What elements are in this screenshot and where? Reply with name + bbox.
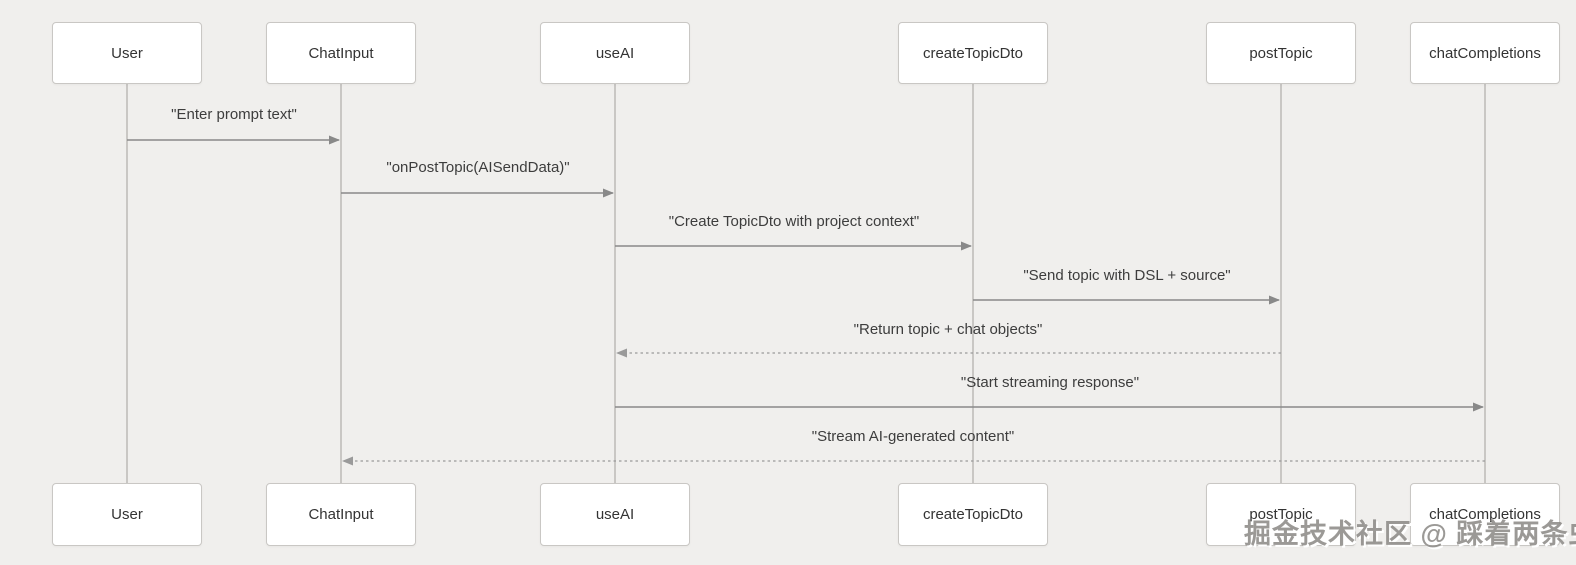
- participant-label: useAI: [595, 44, 635, 62]
- participant-label: createTopicDto: [922, 506, 1024, 523]
- participant-top-user: User: [52, 22, 202, 84]
- participant-bottom-posttopic: postTopic: [1206, 483, 1356, 546]
- message-label-start-streaming: "Start streaming response": [960, 374, 1140, 391]
- message-label-stream-content: "Stream AI-generated content": [811, 428, 1015, 445]
- participant-top-chatinput: ChatInput: [266, 22, 416, 84]
- message-label-enter-prompt-text: "Enter prompt text": [171, 106, 297, 123]
- participant-top-posttopic: postTopic: [1206, 22, 1356, 84]
- message-label-send-topic: "Send topic with DSL + source": [1023, 267, 1231, 284]
- participant-label: chatCompletions: [1429, 506, 1541, 523]
- participant-label: ChatInput: [308, 506, 374, 523]
- participant-label: createTopicDto: [922, 44, 1024, 62]
- participant-label: postTopic: [1249, 44, 1313, 62]
- participant-bottom-chatinput: ChatInput: [266, 483, 416, 546]
- participant-label: chatCompletions: [1429, 44, 1541, 62]
- participant-label: User: [111, 44, 143, 62]
- participant-label: postTopic: [1249, 506, 1313, 523]
- message-label-return-topic: "Return topic + chat objects": [853, 321, 1043, 338]
- participant-bottom-user: User: [52, 483, 202, 546]
- participant-label: useAI: [595, 506, 635, 523]
- participant-bottom-createtopicdto: createTopicDto: [898, 483, 1048, 546]
- participant-top-useai: useAI: [540, 22, 690, 84]
- participant-label: ChatInput: [308, 44, 374, 62]
- participant-label: User: [111, 506, 143, 523]
- participant-bottom-chatcompletions: chatCompletions: [1410, 483, 1560, 546]
- watermark-text: 掘金技术社区 @ 踩着两条虫: [1244, 519, 1576, 549]
- participant-bottom-useai: useAI: [540, 483, 690, 546]
- participant-top-createtopicdto: createTopicDto: [898, 22, 1048, 84]
- participant-top-chatcompletions: chatCompletions: [1410, 22, 1560, 84]
- message-label-create-topicdto: "Create TopicDto with project context": [668, 213, 920, 230]
- message-label-onposttopic: "onPostTopic(AISendData)": [386, 159, 570, 176]
